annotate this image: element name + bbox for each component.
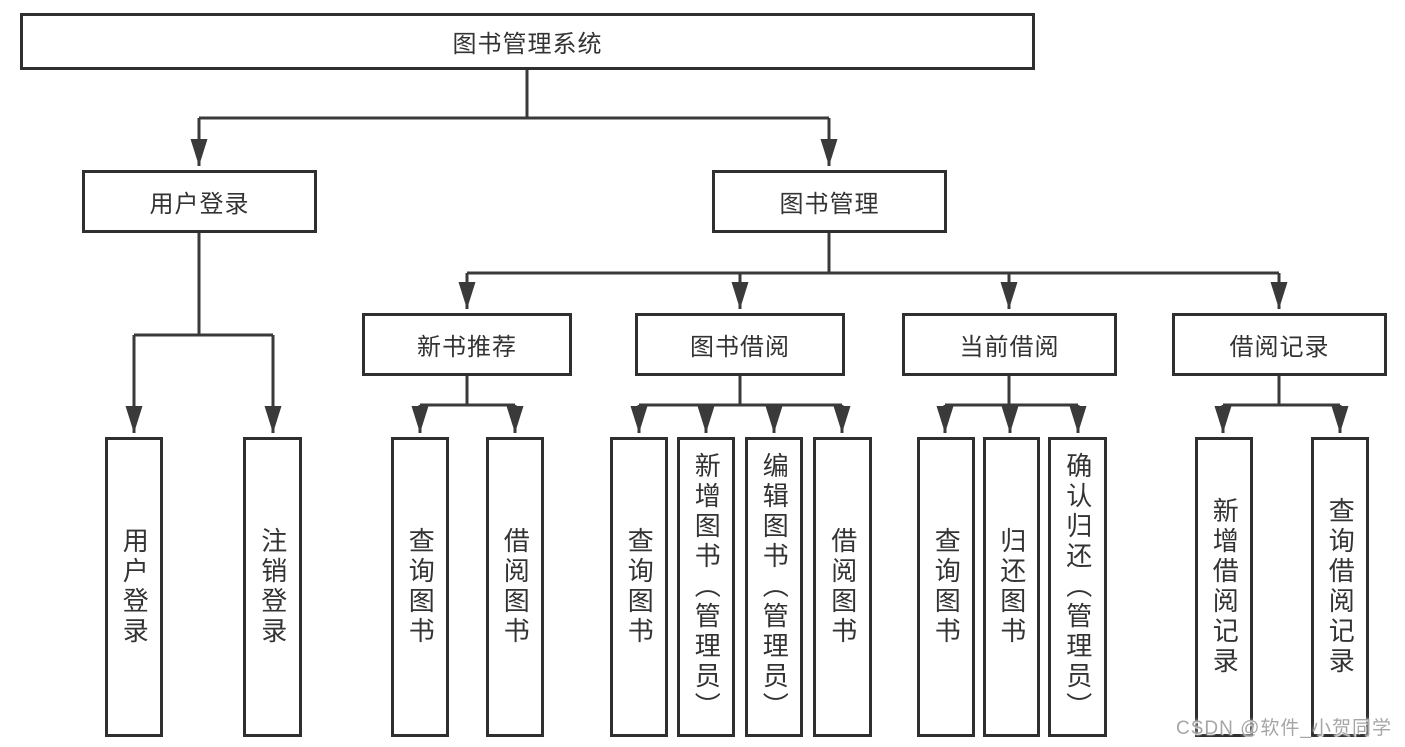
node-label: 借阅图书 — [500, 527, 531, 647]
node-user-login: 用户登录 — [82, 170, 317, 233]
node-library-management-system: 图书管理系统 — [20, 13, 1035, 70]
leaf-edit-book-admin: 编辑图书（管理员） — [745, 437, 803, 737]
node-book-management: 图书管理 — [712, 170, 947, 233]
node-label: 图书管理系统 — [452, 31, 603, 58]
node-label: 新书推荐 — [417, 334, 517, 361]
leaf-query-books-1: 查询图书 — [391, 437, 449, 737]
leaf-borrow-books-2: 借阅图书 — [813, 437, 872, 737]
node-label: 编辑图书（管理员） — [759, 452, 790, 722]
node-label: 注销登录 — [257, 527, 288, 647]
leaf-query-borrow-record: 查询借阅记录 — [1311, 437, 1369, 737]
node-label: 查询图书 — [624, 527, 655, 647]
node-label: 借阅记录 — [1229, 334, 1330, 361]
node-borrow-records: 借阅记录 — [1172, 313, 1387, 376]
csdn-watermark: CSDN @软件_小贺同学 — [1176, 718, 1392, 739]
leaf-logout: 注销登录 — [243, 437, 302, 737]
leaf-return-book: 归还图书 — [983, 437, 1040, 737]
node-label: 确认归还（管理员） — [1062, 452, 1093, 722]
leaf-query-books-3: 查询图书 — [917, 437, 975, 737]
node-label: 用户登录 — [119, 527, 150, 647]
leaf-add-borrow-record: 新增借阅记录 — [1195, 437, 1253, 737]
leaf-borrow-books-1: 借阅图书 — [486, 437, 544, 737]
node-label: 借阅图书 — [827, 527, 858, 647]
node-label: 图书借阅 — [690, 334, 790, 361]
node-new-book-recommend: 新书推荐 — [362, 313, 572, 376]
node-current-borrow: 当前借阅 — [902, 313, 1117, 376]
leaf-query-books-2: 查询图书 — [610, 437, 668, 737]
leaf-add-book-admin: 新增图书（管理员） — [677, 437, 735, 737]
node-label: 查询图书 — [405, 527, 436, 647]
leaf-confirm-return-admin: 确认归还（管理员） — [1048, 437, 1107, 737]
node-label: 新增借阅记录 — [1209, 497, 1240, 677]
node-label: 查询借阅记录 — [1325, 497, 1356, 677]
node-label: 新增图书（管理员） — [691, 452, 722, 722]
leaf-user-login: 用户登录 — [105, 437, 163, 737]
node-label: 用户登录 — [149, 191, 250, 218]
node-label: 归还图书 — [996, 527, 1027, 647]
node-label: 图书管理 — [779, 191, 880, 218]
node-label: 当前借阅 — [959, 334, 1060, 361]
node-book-borrow: 图书借阅 — [635, 313, 845, 376]
node-label: 查询图书 — [931, 527, 962, 647]
